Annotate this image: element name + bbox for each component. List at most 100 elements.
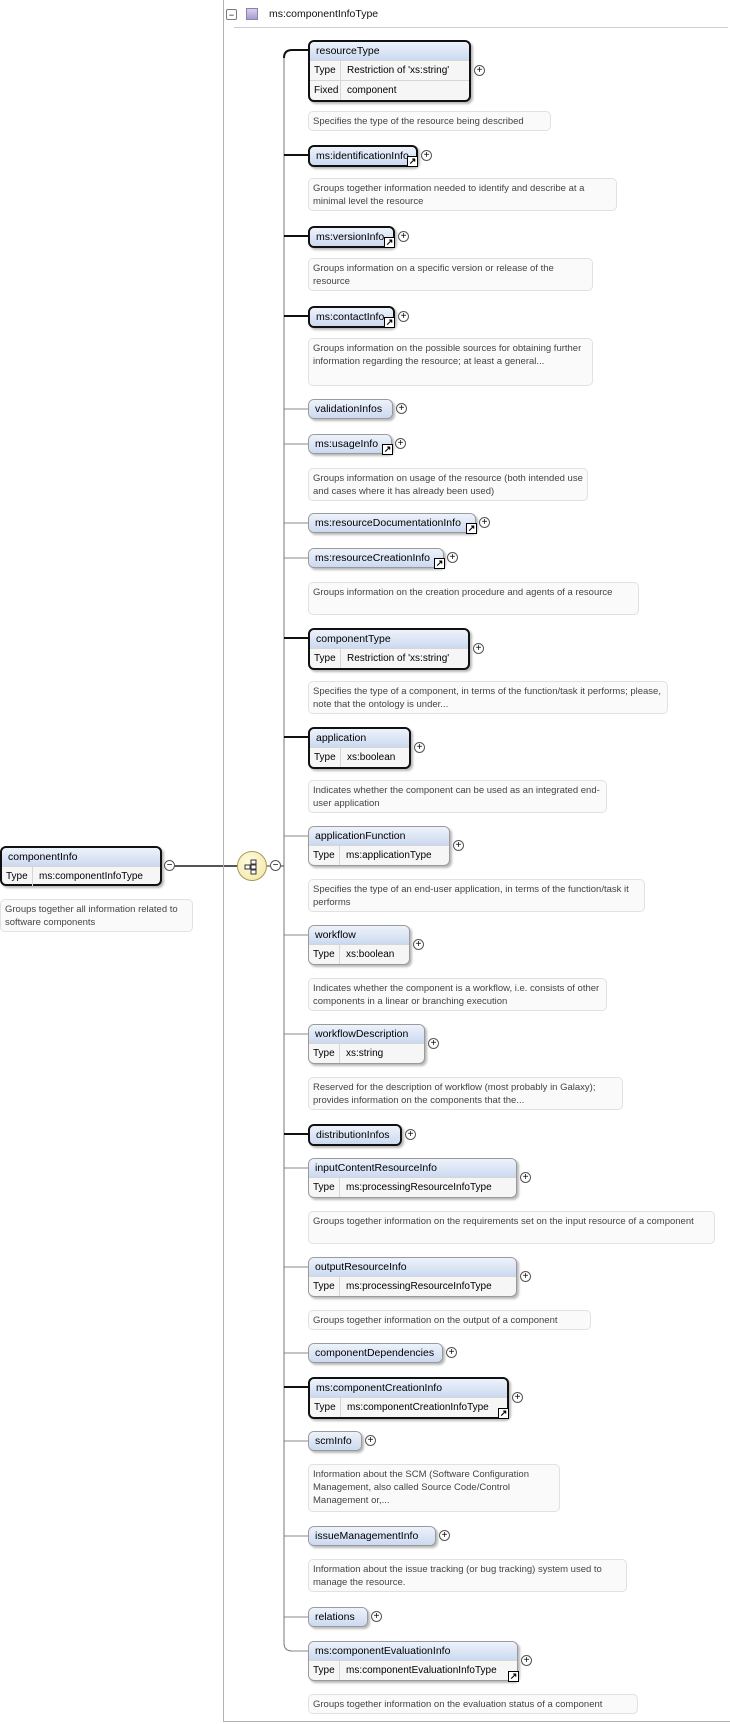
expand-icon[interactable]: + bbox=[398, 311, 409, 322]
expand-icon[interactable]: + bbox=[479, 517, 490, 528]
element-name: ms:usageInfo bbox=[309, 435, 391, 453]
expand-icon[interactable]: + bbox=[474, 65, 485, 76]
type-value: ms:applicationType bbox=[346, 850, 432, 861]
element-version-info[interactable]: ms:versionInfo↗ bbox=[308, 226, 395, 248]
reference-arrow-icon: ↗ bbox=[508, 1671, 519, 1682]
expand-icon[interactable]: + bbox=[520, 1271, 531, 1282]
element-name: outputResourceInfo bbox=[309, 1258, 516, 1276]
reference-arrow-icon: ↗ bbox=[382, 444, 393, 455]
type-key: Type bbox=[309, 846, 340, 865]
reference-arrow-icon: ↗ bbox=[434, 558, 445, 569]
expand-icon[interactable]: + bbox=[521, 1655, 532, 1666]
element-usage-info[interactable]: ms:usageInfo↗ bbox=[308, 434, 393, 455]
element-name: ms:resourceDocumentationInfo bbox=[309, 514, 475, 532]
element-identification-info[interactable]: ms:identificationInfo↗ bbox=[308, 145, 418, 167]
type-value: component bbox=[347, 85, 397, 96]
reference-arrow-icon: ↗ bbox=[466, 523, 477, 534]
element-issue-management-info[interactable]: issueManagementInfo bbox=[308, 1526, 436, 1546]
expand-icon[interactable]: + bbox=[413, 939, 424, 950]
element-name: ms:componentEvaluationInfo bbox=[309, 1642, 517, 1660]
reference-arrow-icon: ↗ bbox=[407, 156, 418, 167]
root-element[interactable]: componentInfo Type ms:componentInfoType bbox=[0, 846, 162, 886]
expand-icon[interactable]: + bbox=[421, 150, 432, 161]
element-documentation: Specifies the type of the resource being… bbox=[308, 111, 551, 131]
element-documentation: Groups information on usage of the resou… bbox=[308, 468, 588, 501]
expand-icon[interactable]: + bbox=[473, 643, 484, 654]
type-key: Type bbox=[309, 1661, 340, 1680]
element-name: validationInfos bbox=[309, 400, 392, 418]
element-documentation: Groups information on the creation proce… bbox=[308, 582, 639, 615]
element-documentation: Indicates whether the component can be u… bbox=[308, 780, 607, 813]
type-key: Type bbox=[309, 1277, 340, 1296]
expand-icon[interactable]: + bbox=[520, 1172, 531, 1183]
type-value: ms:processingResourceInfoType bbox=[346, 1281, 492, 1292]
element-scm-info[interactable]: scmInfo bbox=[308, 1431, 362, 1451]
expand-icon[interactable]: + bbox=[453, 840, 464, 851]
type-value: xs:string bbox=[346, 1048, 384, 1059]
root-documentation: Groups together all information related … bbox=[0, 899, 193, 932]
expand-icon[interactable]: + bbox=[428, 1038, 439, 1049]
element-validation-infos[interactable]: validationInfos bbox=[308, 399, 393, 419]
element-name: resourceType bbox=[310, 42, 469, 60]
element-name: ms:resourceCreationInfo bbox=[309, 549, 443, 567]
expand-icon[interactable]: + bbox=[371, 1611, 382, 1622]
type-value: xs:boolean bbox=[346, 949, 395, 960]
element-documentation: Groups together information on the evalu… bbox=[308, 1694, 638, 1714]
element-resource-documentation-info[interactable]: ms:resourceDocumentationInfo↗ bbox=[308, 513, 477, 534]
collapse-type-icon[interactable]: − bbox=[226, 8, 237, 20]
expand-icon[interactable]: + bbox=[395, 438, 406, 449]
element-relations[interactable]: relations bbox=[308, 1607, 368, 1627]
expand-icon[interactable]: + bbox=[398, 231, 409, 242]
element-documentation: Groups together information needed to id… bbox=[308, 178, 617, 211]
element-documentation: Groups information on the possible sourc… bbox=[308, 338, 593, 386]
element-documentation: Reserved for the description of workflow… bbox=[308, 1077, 623, 1110]
type-frame bbox=[223, 0, 730, 1722]
element-type-row: Type xs:boolean bbox=[309, 944, 409, 964]
type-key: Type bbox=[309, 945, 340, 964]
expand-icon[interactable]: + bbox=[439, 1530, 450, 1541]
element-name: relations bbox=[309, 1608, 367, 1626]
element-documentation: Information about the SCM (Software Conf… bbox=[308, 1464, 560, 1512]
type-key: Type bbox=[310, 649, 341, 668]
element-component-dependencies[interactable]: componentDependencies bbox=[308, 1343, 443, 1363]
expand-icon[interactable]: + bbox=[405, 1129, 416, 1140]
element-name: ms:identificationInfo bbox=[310, 147, 416, 165]
type-value: Restriction of 'xs:string' bbox=[347, 653, 450, 664]
sequence-compositor[interactable] bbox=[237, 851, 267, 881]
reference-arrow-icon: ↗ bbox=[498, 1408, 509, 1419]
sequence-icon bbox=[244, 859, 257, 875]
element-name: issueManagementInfo bbox=[309, 1527, 435, 1545]
expand-icon[interactable]: + bbox=[414, 742, 425, 753]
collapse-sequence-icon[interactable]: − bbox=[270, 860, 281, 871]
element-resource-creation-info[interactable]: ms:resourceCreationInfo↗ bbox=[308, 548, 445, 569]
element-documentation: Specifies the type of an end-user applic… bbox=[308, 879, 645, 912]
collapse-root-icon[interactable]: − bbox=[164, 860, 175, 871]
expand-icon[interactable]: + bbox=[365, 1435, 376, 1446]
element-name: ms:componentCreationInfo bbox=[310, 1379, 507, 1397]
expand-icon[interactable]: + bbox=[446, 1347, 457, 1358]
element-name: componentDependencies bbox=[309, 1344, 442, 1362]
element-documentation: Groups information on a specific version… bbox=[308, 258, 593, 291]
type-value: Restriction of 'xs:string' bbox=[347, 65, 450, 76]
complex-type-icon bbox=[246, 8, 258, 20]
expand-icon[interactable]: + bbox=[512, 1392, 523, 1403]
element-contact-info[interactable]: ms:contactInfo↗ bbox=[308, 306, 395, 328]
element-documentation: Information about the issue tracking (or… bbox=[308, 1559, 627, 1592]
element-name: workflowDescription bbox=[309, 1025, 424, 1043]
element-distribution-infos[interactable]: distributionInfos bbox=[308, 1124, 402, 1146]
expand-icon[interactable]: + bbox=[447, 552, 458, 563]
expand-icon[interactable]: + bbox=[396, 403, 407, 414]
